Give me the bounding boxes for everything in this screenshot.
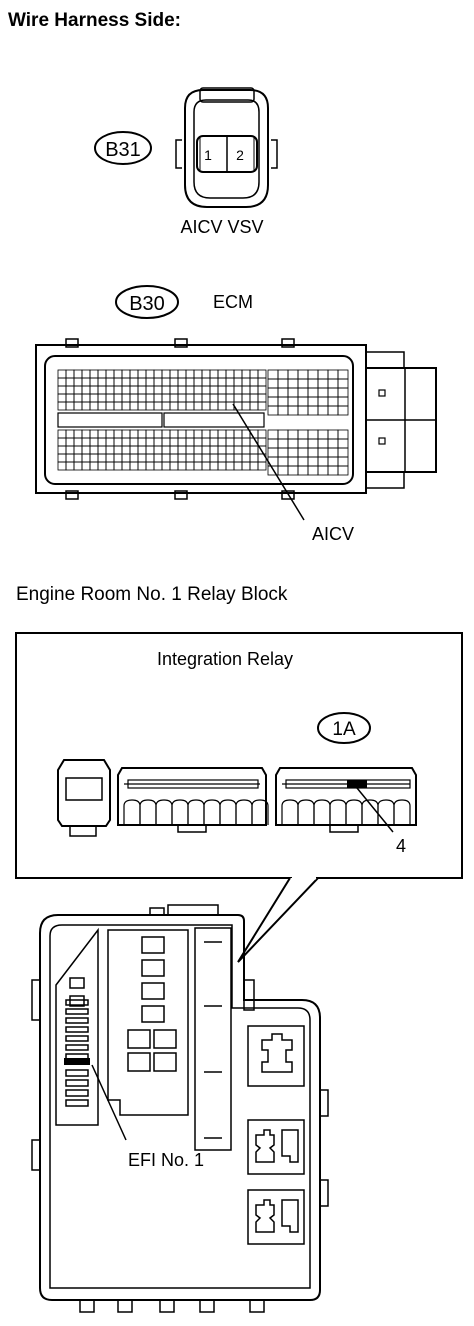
b31-code: B31 [105,139,141,161]
b30-code: B30 [129,293,165,315]
terminal-4-marker [347,780,367,788]
terminal-4-label: 4 [396,836,406,856]
ecm-housing [35,338,437,500]
terminal-4-leader [356,787,394,833]
integration-relay-callout: Integration Relay 1A 4 [15,632,463,963]
b31-housing [175,87,278,208]
b31-connector: B31 1 2 AICV VSV [94,87,278,237]
aicv-terminal-label: AICV [312,524,354,544]
b31-code-bubble [94,131,152,165]
relay-connector-code: 1A [332,719,356,740]
efi-no1-fuse-marker [64,1058,90,1065]
efi-no1-label: EFI No. 1 [128,1150,204,1170]
relay-connector-code-bubble [317,712,371,744]
relay-small-connector [57,759,111,837]
efi-no1-leader [91,1064,127,1141]
relay-block-housing [31,904,329,1313]
b31-pin-1: 1 [204,147,212,163]
b30-connector: B30 ECM AICV [35,285,437,544]
aicv-leader-line [232,403,305,521]
relay-block-title: Engine Room No. 1 Relay Block [16,584,288,605]
fuse-slots [65,977,89,1107]
relay-block-modules [127,936,305,1245]
b31-name: AICV VSV [180,217,263,237]
page-title: Wire Harness Side: [8,10,181,31]
relay-connector-left [117,767,267,833]
b30-code-bubble [115,285,179,319]
ecm-terminal-grid [57,369,349,476]
integration-relay-title: Integration Relay [157,649,293,669]
relay-connector-1a [275,767,417,833]
relay-connector-left-ridges [123,799,269,825]
relay-connector-1a-ridges [281,799,411,825]
b30-name: ECM [213,292,253,312]
b31-pin-2: 2 [236,147,244,163]
